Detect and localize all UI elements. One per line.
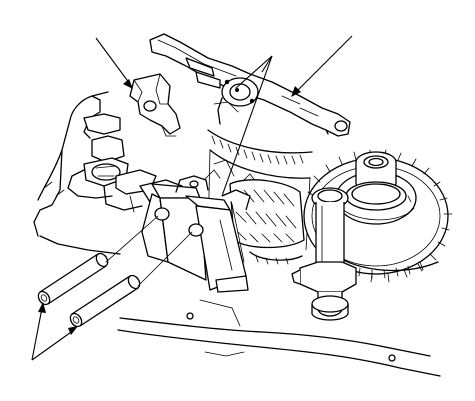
callout-top-right xyxy=(291,35,353,97)
output-shaft xyxy=(345,151,407,211)
selector-arm-pin xyxy=(217,77,259,125)
callout-bottom-left xyxy=(31,302,78,361)
shift-fork xyxy=(129,73,181,137)
callout-top-left xyxy=(95,37,133,89)
callout-center xyxy=(221,55,273,197)
dowel-pin-upper xyxy=(37,252,109,306)
dowel-pin-lower xyxy=(69,274,141,328)
dowel-pins xyxy=(37,215,193,328)
pin-bracket xyxy=(141,169,251,293)
selector-shaft xyxy=(291,187,357,321)
